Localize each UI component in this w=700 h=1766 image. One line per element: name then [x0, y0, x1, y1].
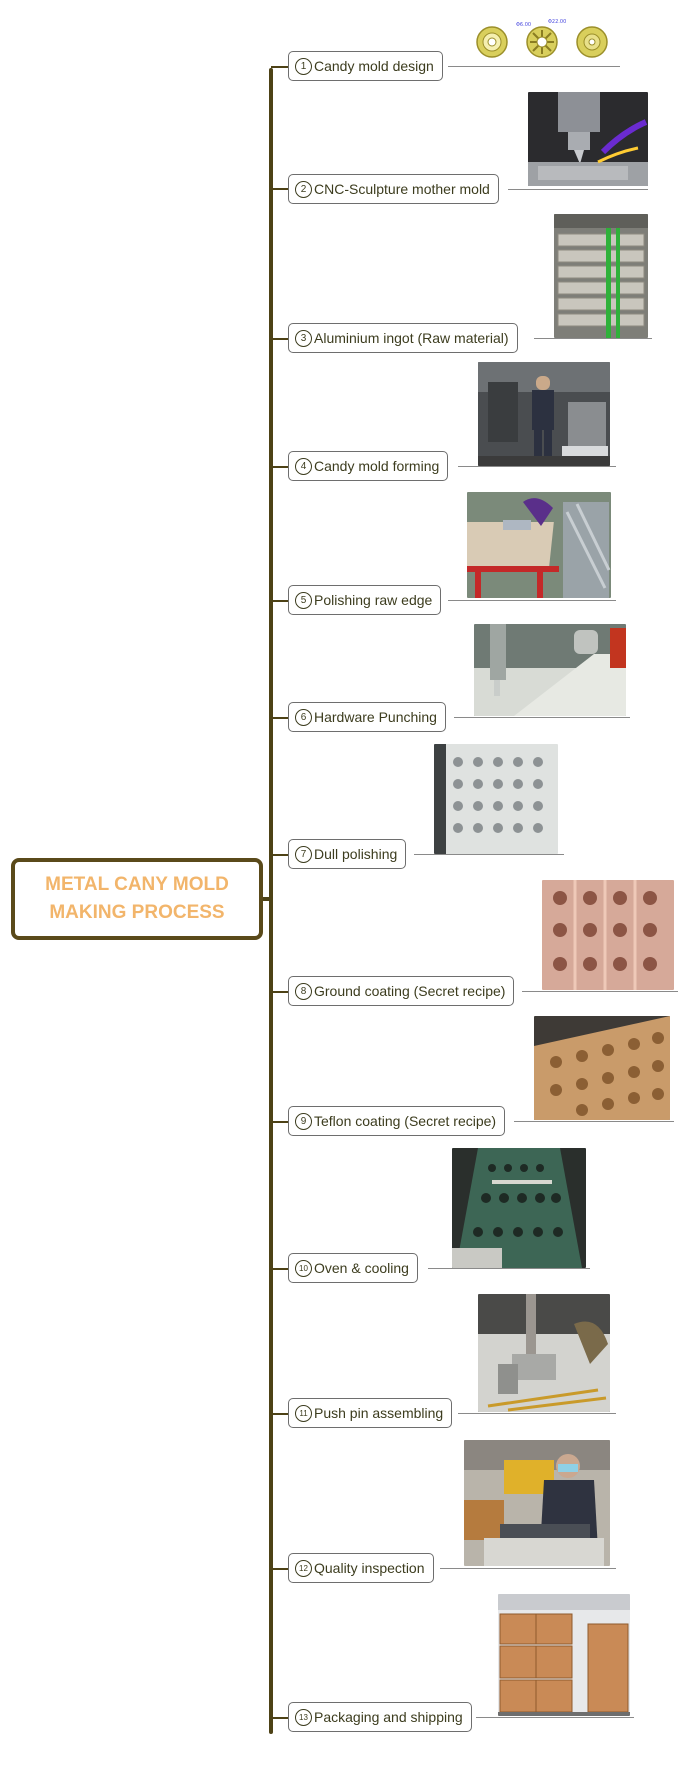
- step-9-label: Teflon coating (Secret recipe): [314, 1113, 497, 1129]
- step-9-photo: [534, 1016, 670, 1120]
- step-3-underline: [534, 338, 652, 339]
- step-10-number: 10: [295, 1259, 312, 1277]
- step-5-node[interactable]: 5 Polishing raw edge: [288, 585, 442, 615]
- mindmap-trunk: [269, 68, 273, 1734]
- step-13-label: Packaging and shipping: [314, 1709, 463, 1725]
- step-4-node[interactable]: 4 Candy mold forming: [288, 451, 449, 481]
- step-6-underline: [454, 717, 630, 718]
- step-7-underline: [414, 854, 564, 855]
- step-6-label: Hardware Punching: [314, 709, 437, 725]
- step-4-label: Candy mold forming: [314, 458, 440, 474]
- step-7-branch: [271, 854, 289, 856]
- step-5-photo: [467, 492, 611, 598]
- step-13-photo: [498, 1594, 630, 1716]
- step-11-number: 11: [295, 1404, 312, 1422]
- step-3-label: Aluminium ingot (Raw material): [314, 330, 509, 346]
- step-2-node[interactable]: 2 CNC-Sculpture mother mold: [288, 174, 499, 204]
- step-3-node[interactable]: 3 Aluminium ingot (Raw material): [288, 323, 518, 353]
- step-11-label: Push pin assembling: [314, 1405, 444, 1421]
- root-title-line2: MAKING PROCESS: [49, 902, 225, 923]
- step-7-label: Dull polishing: [314, 846, 398, 862]
- step-2-underline: [508, 189, 648, 190]
- step-11-node[interactable]: 11 Push pin assembling: [288, 1398, 453, 1428]
- step-8-node[interactable]: 8 Ground coating (Secret recipe): [288, 976, 515, 1006]
- step-12-label: Quality inspection: [314, 1560, 425, 1576]
- step-11-photo: [478, 1294, 610, 1412]
- step-3-number: 3: [295, 329, 312, 347]
- step-5-underline: [448, 600, 616, 601]
- step-2-branch: [271, 188, 289, 190]
- step-1-branch: [271, 66, 289, 68]
- step-10-underline: [428, 1268, 590, 1269]
- step-4-number: 4: [295, 457, 312, 475]
- step-5-number: 5: [295, 591, 312, 609]
- step-10-photo: [452, 1148, 586, 1268]
- step-6-photo: [474, 624, 626, 716]
- step-4-branch: [271, 466, 289, 468]
- step-2-label: CNC-Sculpture mother mold: [314, 181, 490, 197]
- step-10-branch: [271, 1268, 289, 1270]
- step-2-photo: [528, 92, 648, 186]
- step-5-label: Polishing raw edge: [314, 592, 433, 608]
- step-12-number: 12: [295, 1559, 312, 1577]
- design-dim-a: Φ6.00: [516, 22, 531, 28]
- step-7-photo: [434, 744, 558, 854]
- step-1-label: Candy mold design: [314, 58, 434, 74]
- step-2-number: 2: [295, 180, 312, 198]
- step-1-node[interactable]: 1 Candy mold design: [288, 51, 443, 81]
- step-4-photo: [478, 362, 610, 466]
- step-12-underline: [440, 1568, 616, 1569]
- step-9-node[interactable]: 9 Teflon coating (Secret recipe): [288, 1106, 506, 1136]
- root-node[interactable]: METAL CANY MOLD MAKING PROCESS: [11, 858, 263, 940]
- step-1-photo: Φ6.00 Φ22.00: [470, 18, 620, 62]
- step-4-underline: [458, 466, 616, 467]
- step-12-node[interactable]: 12 Quality inspection: [288, 1553, 434, 1583]
- step-13-underline: [476, 1717, 634, 1718]
- step-8-label: Ground coating (Secret recipe): [314, 983, 506, 999]
- design-dim-b: Φ22.00: [548, 19, 566, 25]
- step-10-node[interactable]: 10 Oven & cooling: [288, 1253, 418, 1283]
- step-7-number: 7: [295, 845, 312, 863]
- step-12-branch: [271, 1568, 289, 1570]
- step-8-branch: [271, 991, 289, 993]
- step-6-number: 6: [295, 708, 312, 726]
- step-8-photo: [542, 880, 674, 990]
- root-title-line1: METAL CANY MOLD: [45, 874, 229, 895]
- step-12-photo: [464, 1440, 610, 1566]
- step-8-number: 8: [295, 982, 312, 1000]
- step-13-node[interactable]: 13 Packaging and shipping: [288, 1702, 472, 1732]
- step-1-underline: [448, 66, 620, 67]
- step-1-number: 1: [295, 57, 312, 75]
- step-9-underline: [514, 1121, 674, 1122]
- step-13-number: 13: [295, 1708, 312, 1726]
- step-5-branch: [271, 600, 289, 602]
- step-3-photo: [554, 214, 648, 338]
- step-11-branch: [271, 1413, 289, 1415]
- step-10-label: Oven & cooling: [314, 1260, 409, 1276]
- step-11-underline: [458, 1413, 616, 1414]
- step-8-underline: [522, 991, 678, 992]
- root-connector: [262, 897, 270, 901]
- step-13-branch: [271, 1717, 289, 1719]
- step-9-number: 9: [295, 1112, 312, 1130]
- step-7-node[interactable]: 7 Dull polishing: [288, 839, 407, 869]
- step-6-branch: [271, 717, 289, 719]
- step-3-branch: [271, 338, 289, 340]
- step-9-branch: [271, 1121, 289, 1123]
- step-6-node[interactable]: 6 Hardware Punching: [288, 702, 446, 732]
